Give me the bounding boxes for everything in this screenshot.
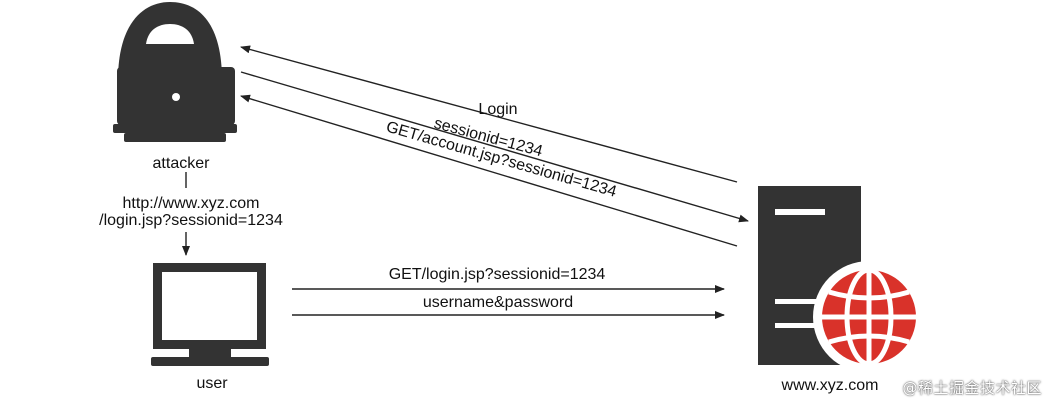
get-account-label: GET/account.jsp?sessionid=1234 <box>384 119 618 201</box>
watermark-text: @稀土掘金技术社区 <box>902 379 1042 397</box>
link-url-line1: http://www.xyz.com <box>123 195 260 212</box>
attacker-hacker-icon <box>113 2 237 142</box>
get-login-label: GET/login.jsp?sessionid=1234 <box>389 266 606 283</box>
attacker-label: attacker <box>153 155 211 172</box>
login-arrow <box>240 45 738 183</box>
user-computer-icon <box>151 263 269 366</box>
session-arrow <box>240 71 749 223</box>
get-account-arrow <box>240 94 738 247</box>
globe-icon <box>813 261 925 373</box>
link-url-line2: /login.jsp?sessionid=1234 <box>99 212 283 229</box>
server-label: www.xyz.com <box>781 377 879 394</box>
credentials-label: username&password <box>423 294 573 311</box>
login-label: Login <box>478 101 517 118</box>
user-label: user <box>196 375 228 392</box>
